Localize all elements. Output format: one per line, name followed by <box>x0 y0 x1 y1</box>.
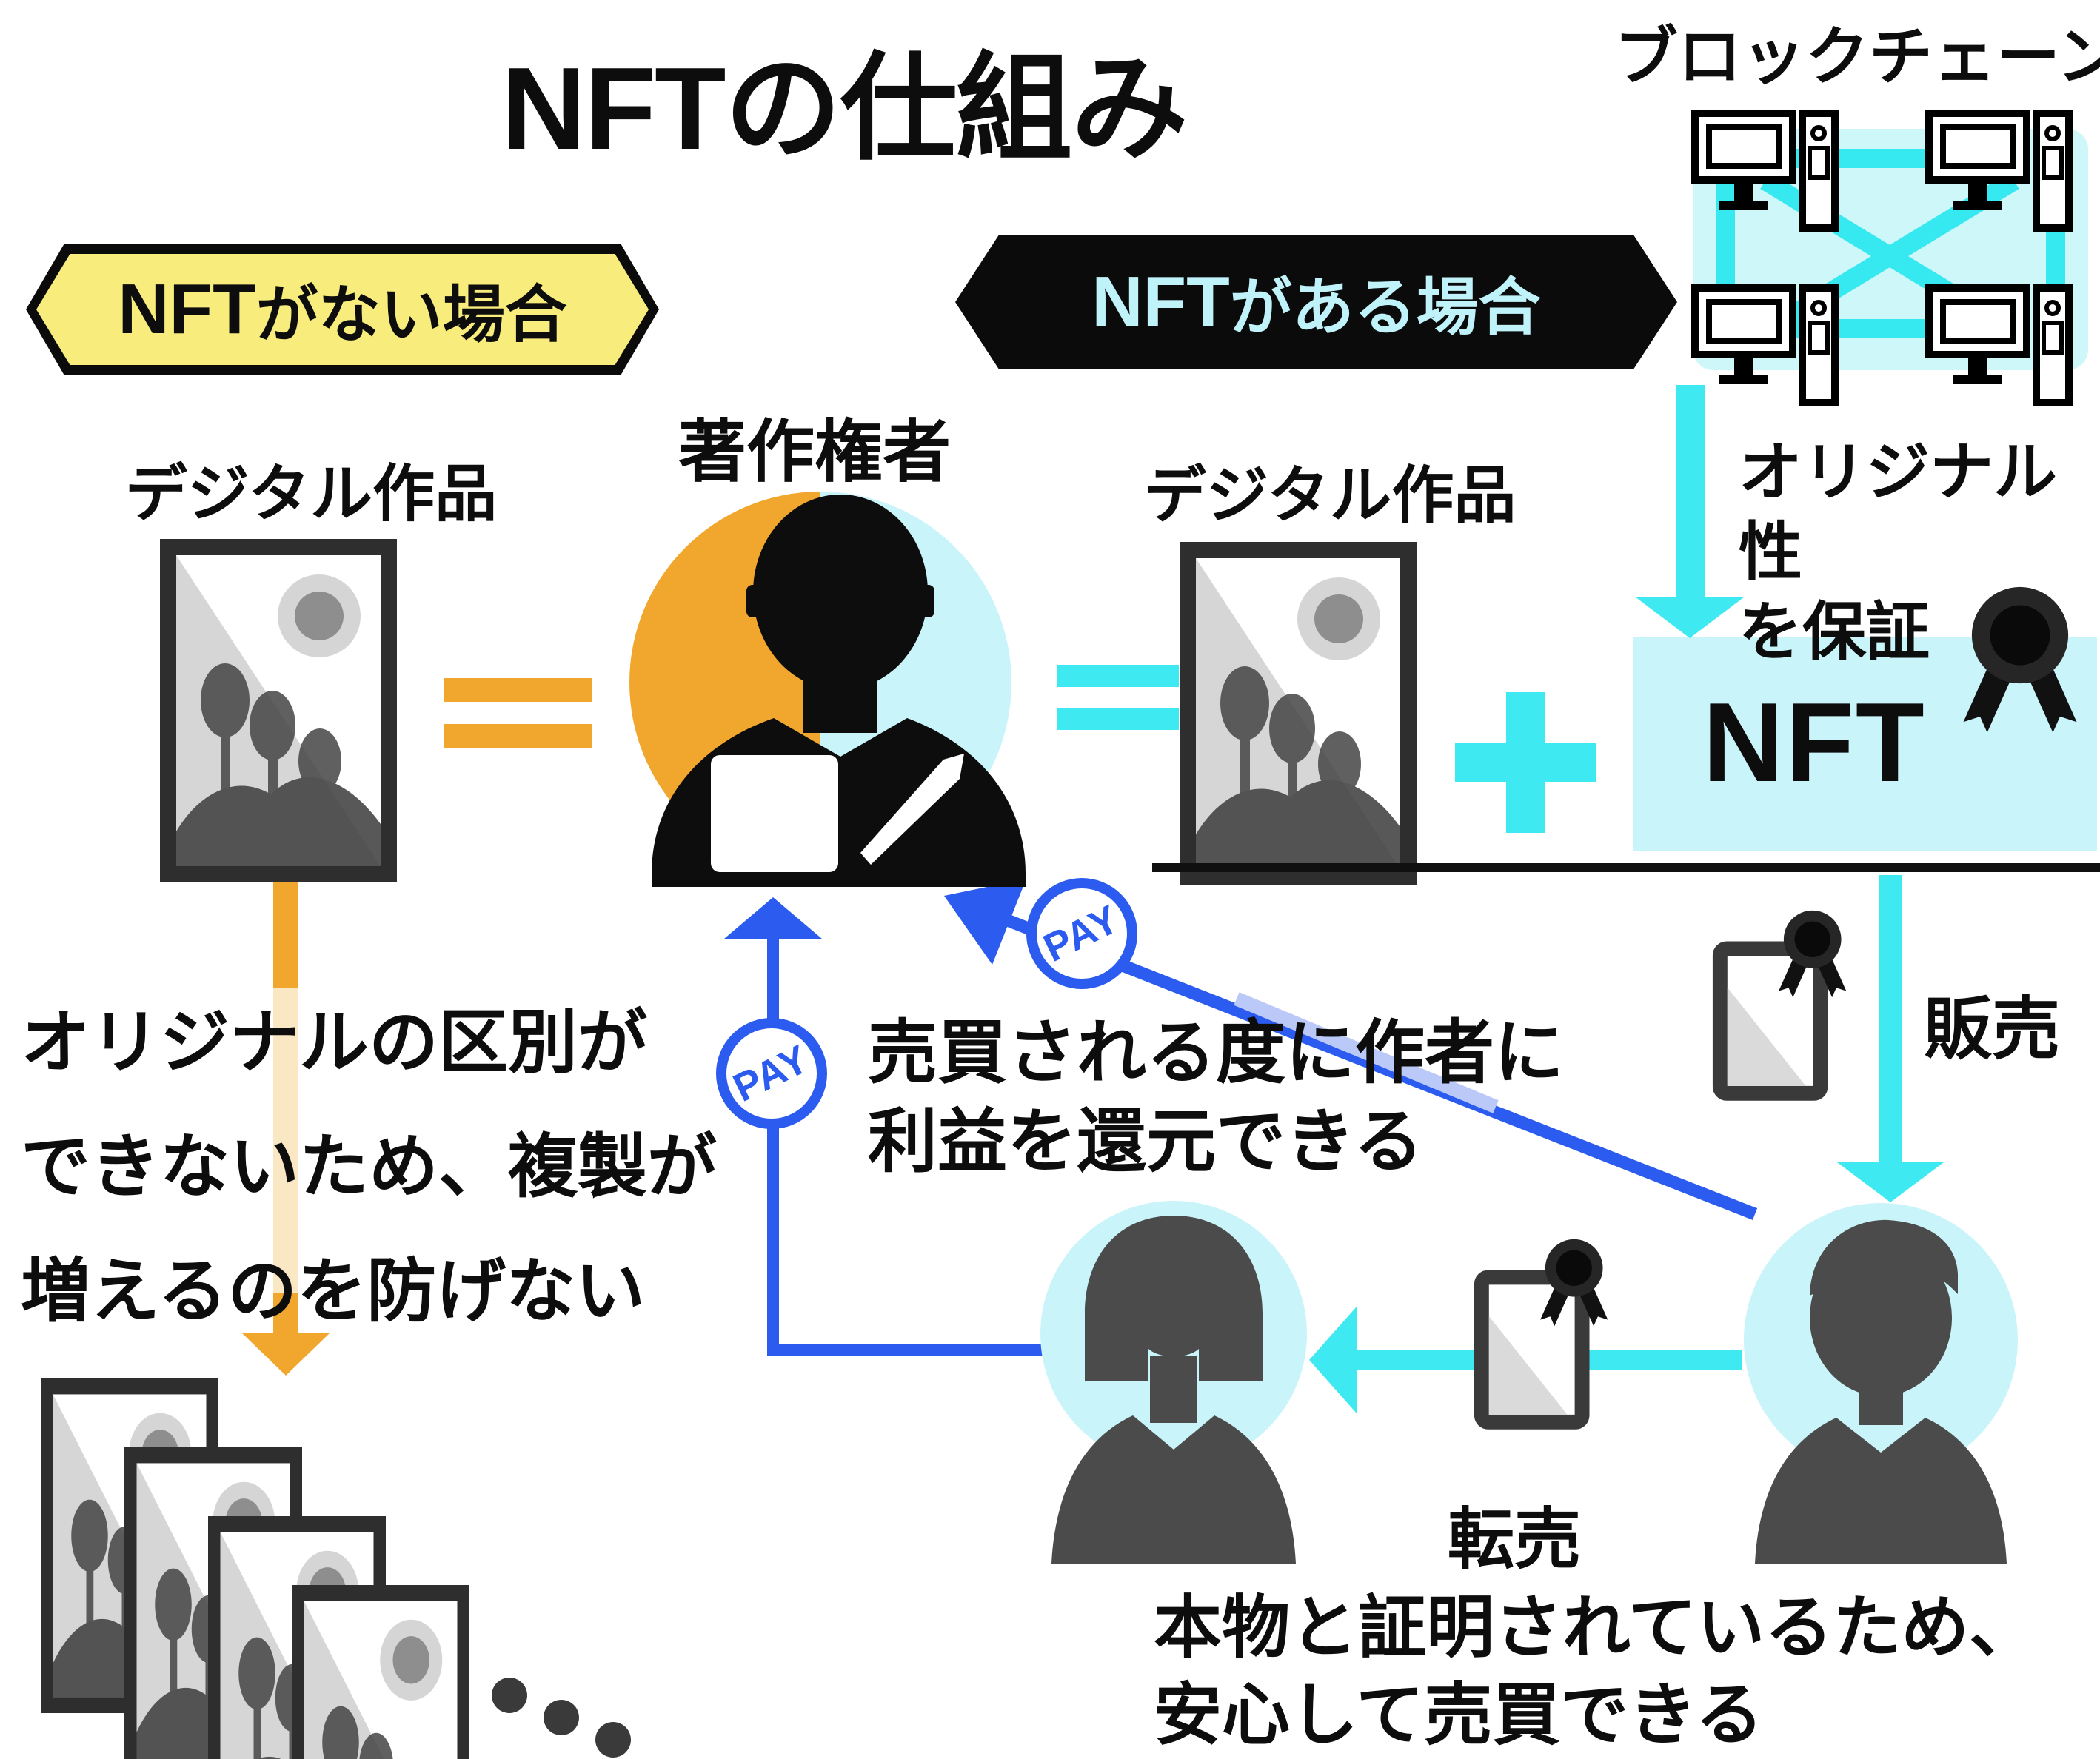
banner-no-nft-text: がない場合 <box>255 279 567 349</box>
banner-with-nft-latin: NFT <box>1091 262 1230 341</box>
digital-artwork-icon-left <box>160 539 397 882</box>
no-nft-note: オリジナルの区別が できないため、複製が 増えるのを防げない <box>21 980 717 1353</box>
pay-badge-diagonal-label: PAY <box>1037 897 1127 971</box>
trust-note: 本物と証明されているため、 安心して売買できる <box>1154 1584 2037 1759</box>
digital-artwork-icon-right <box>1180 542 1417 885</box>
pay-badge-left: PAY <box>716 1018 827 1129</box>
guarantee-note: オリジナル性 を保証 <box>1739 432 2100 672</box>
page-title: NFTの仕組み <box>501 44 1188 174</box>
blockchain-label: ブロックチェーン <box>1614 21 2100 93</box>
digital-work-label-left: デジタル作品 <box>124 459 498 529</box>
section-divider <box>1152 863 2100 872</box>
artwork-copy-icon-4 <box>292 1585 469 1759</box>
digital-work-label-right: デジタル作品 <box>1144 460 1517 530</box>
nft-certificate-icon-resell <box>1474 1229 1614 1430</box>
award-badge-icon-nft-box <box>1963 586 2077 733</box>
sell-label: 販売 <box>1924 992 2061 1068</box>
blockchain-network-icon <box>1691 110 2088 409</box>
no-nft-note-line3: 増えるのを防げない <box>21 1252 646 1330</box>
guarantee-note-line2: を保証 <box>1739 597 1930 668</box>
reseller-silhouette-icon <box>1040 1201 1307 1564</box>
creator-label: 著作権者 <box>678 415 951 490</box>
pay-badge-diagonal: PAY <box>1026 878 1137 989</box>
royalty-note-line2: 利益を還元できる <box>868 1102 1424 1180</box>
no-nft-note-line1: オリジナルの区別が <box>21 1003 648 1081</box>
resell-label: 転売 <box>1448 1503 1581 1577</box>
guarantee-note-line1: オリジナル性 <box>1739 437 2057 588</box>
pay-badge-left-label: PAY <box>726 1036 817 1110</box>
creator-silhouette-icon <box>629 492 1026 887</box>
banner-no-nft-latin: NFT <box>118 269 256 349</box>
buyer-silhouette-icon <box>1744 1203 2018 1564</box>
arrow-pay-buyer-to-creator <box>944 879 1758 1220</box>
banner-with-nft-text: がある場合 <box>1229 272 1541 342</box>
nft-certificate-icon-sell <box>1712 900 1853 1102</box>
trust-note-line2: 安心して売買できる <box>1154 1678 1764 1753</box>
no-nft-note-line2: できないため、複製が <box>21 1128 718 1205</box>
trust-note-line1: 本物と証明されているため、 <box>1154 1590 2038 1666</box>
nft-box-label: NFT <box>1702 680 1926 805</box>
royalty-note-line1: 売買される度に作者に <box>868 1013 1565 1091</box>
royalty-note: 売買される度に作者に 利益を還元できる <box>868 1008 1564 1186</box>
